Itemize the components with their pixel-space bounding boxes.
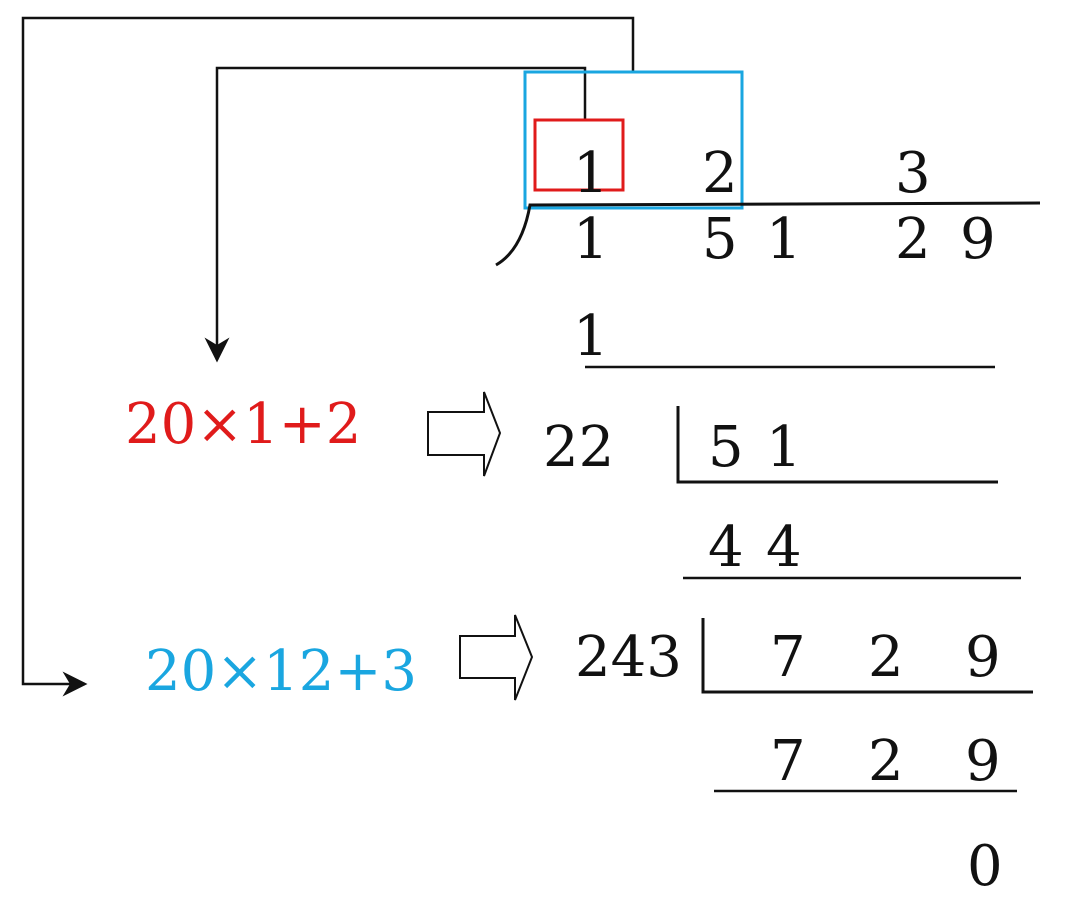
step3-divisor: 243 — [575, 625, 682, 690]
step3-remainder-digit: 9 — [965, 625, 1001, 690]
quotient-digit: 2 — [702, 141, 738, 206]
step2-formula: 20×1+2 — [125, 392, 361, 457]
step2-remainder-digit: 5 — [708, 415, 744, 480]
red-highlight-box — [533, 118, 625, 192]
radicand-digit: 1 — [573, 207, 609, 272]
radicand-digit: 2 — [895, 207, 931, 272]
step3-subtrahend-digit: 9 — [965, 729, 1001, 794]
quotient-digit: 3 — [895, 141, 931, 206]
final-remainder: 0 — [967, 834, 1003, 899]
step2-remainder-digit: 1 — [766, 415, 802, 480]
step3-subtrahend-digit: 7 — [770, 729, 806, 794]
step1-subtrahend: 1 — [573, 304, 609, 369]
step3-remainder-digit: 7 — [770, 625, 806, 690]
outer-connector-arrow — [21, 16, 635, 697]
inner-connector-arrow — [204, 66, 587, 363]
step2-hollow-arrow — [427, 391, 502, 477]
step2-subtrahend-digit: 4 — [708, 515, 744, 580]
step3-formula: 20×12+3 — [145, 639, 417, 704]
radicand-digit: 5 — [702, 207, 738, 272]
cyan-highlight-box — [523, 70, 744, 210]
step2-divisor: 22 — [543, 415, 614, 480]
step3-subtrahend-digit: 2 — [868, 729, 904, 794]
quotient-digit: 1 — [573, 141, 609, 206]
radicand-digit: 9 — [960, 207, 996, 272]
step3-remainder-digit: 2 — [868, 625, 904, 690]
radical-sign — [495, 201, 1041, 267]
step2-division-bracket — [676, 406, 998, 484]
radicand-digit: 1 — [766, 207, 802, 272]
step3-hollow-arrow — [459, 614, 534, 701]
step2-subtrahend-digit: 4 — [766, 515, 802, 580]
step3-division-bracket — [701, 618, 1033, 694]
